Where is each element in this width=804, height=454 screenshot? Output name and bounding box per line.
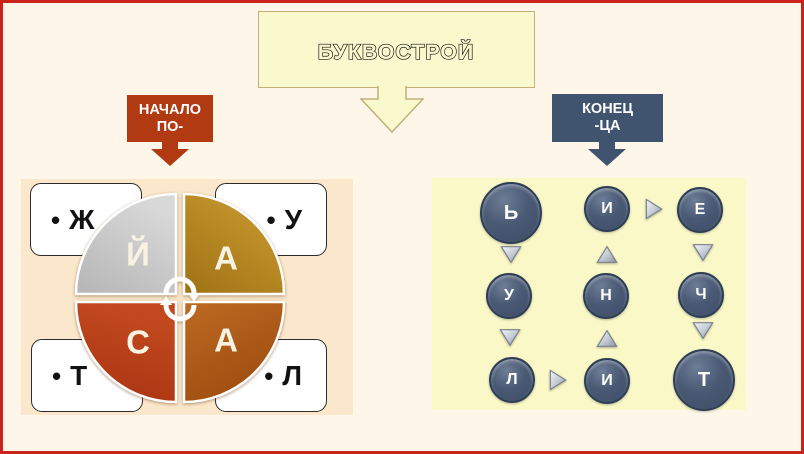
pie-quadrant-top-left: Й: [74, 192, 178, 296]
circle-letter: Ь: [503, 201, 519, 224]
triangle-up-icon: [596, 329, 618, 347]
letter-circle: И: [584, 358, 630, 404]
title-text-svg: БУКВОСТРОЙ: [317, 38, 475, 64]
red-down-arrow-icon: [151, 141, 189, 166]
letter-circle: Е: [677, 187, 723, 233]
bullet-icon: •: [51, 204, 61, 235]
circle-letter: У: [504, 287, 514, 304]
pie-letter: А: [214, 240, 238, 277]
triangle-right-icon: [549, 369, 567, 391]
triangle-down-icon: [692, 244, 714, 262]
page-title: БУКВОСТРОЙ: [318, 39, 475, 64]
circle-letter: И: [601, 372, 613, 389]
right-label-line2: -ЦА: [594, 118, 621, 134]
bullet-icon: •: [264, 360, 274, 391]
circle-letter: Е: [694, 201, 706, 218]
left-label-line1: НАЧАЛО: [138, 101, 202, 118]
pie-quadrant-top-right: А: [182, 192, 286, 296]
pie-quadrant-bottom-right: А: [182, 300, 286, 404]
letter-circle: Л: [489, 357, 535, 403]
circle-letter: Н: [600, 287, 612, 304]
left-section-label: НАЧАЛО ПО-: [127, 95, 213, 142]
letter-circle: И: [584, 186, 630, 232]
title-box: БУКВОСТРОЙ: [258, 11, 535, 88]
card-letter: Ж: [69, 203, 95, 235]
circle-letter: Ч: [695, 286, 707, 303]
circle-letter: Т: [697, 368, 711, 391]
letter-circle: Т: [673, 349, 735, 411]
triangle-down-icon: [500, 246, 522, 264]
letter-circle: Н: [583, 273, 629, 319]
card-letter: Т: [70, 359, 88, 391]
pie-letter: С: [126, 324, 150, 361]
title-down-arrow-icon: [360, 86, 424, 133]
pie-chart: Й А С А: [74, 192, 286, 404]
left-panel: • Ж • У • Т • Л Й А С: [21, 179, 353, 415]
bullet-icon: •: [52, 360, 62, 391]
letter-circle: Ч: [678, 272, 724, 318]
triangle-up-icon: [596, 245, 618, 263]
cycle-arrows-icon: [160, 276, 200, 322]
navy-down-arrow-icon: [588, 141, 626, 166]
triangle-right-icon: [645, 198, 663, 220]
card-letter: У: [284, 203, 302, 235]
triangle-down-icon: [499, 329, 521, 347]
right-section-label: КОНЕЦ -ЦА: [552, 94, 663, 142]
card-letter: Л: [282, 359, 302, 391]
circle-letter: Л: [506, 371, 518, 388]
letter-circle: Ь: [480, 182, 542, 244]
bullet-icon: •: [266, 204, 276, 235]
triangle-down-icon: [692, 322, 714, 340]
circle-letter: И: [601, 200, 613, 217]
right-panel: Ь И Е У Н Ч Л И Т: [432, 178, 746, 411]
pie-letter: Й: [126, 235, 150, 273]
right-label-line1: КОНЕЦ: [582, 101, 633, 117]
left-label-line2: ПО-: [156, 118, 184, 135]
pie-quadrant-bottom-left: С: [74, 300, 178, 404]
pie-letter: А: [214, 322, 238, 359]
letter-circle: У: [486, 273, 532, 319]
